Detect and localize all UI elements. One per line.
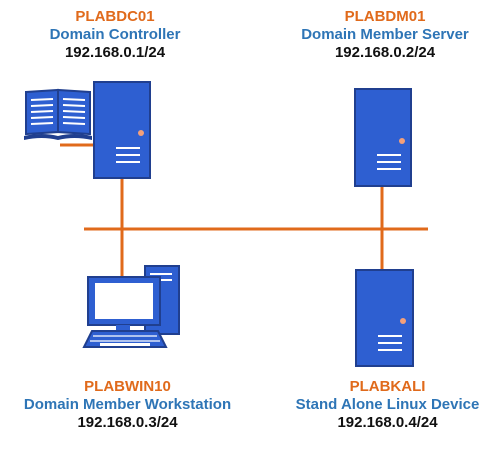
hostname-kali: PLABKALI	[349, 378, 426, 395]
hostname-dm: PLABDM01	[344, 8, 426, 25]
node-label-win: PLABWIN10 Domain Member Workstation 192.…	[0, 378, 255, 432]
node-label-dc: PLABDC01 Domain Controller 192.168.0.1/2…	[20, 8, 210, 62]
ip-dm: 192.168.0.2/24	[334, 44, 436, 61]
ip-win: 192.168.0.3/24	[77, 414, 178, 431]
node-label-dm: PLABDM01 Domain Member Server 192.168.0.…	[280, 8, 490, 62]
role-dm: Domain Member Server	[301, 26, 469, 43]
hostname-dc: PLABDC01	[75, 8, 155, 25]
role-win: Domain Member Workstation	[23, 396, 232, 413]
ip-dc: 192.168.0.1/24	[64, 44, 166, 61]
network-links	[60, 143, 428, 278]
server-icon-dm	[354, 88, 412, 187]
role-kali: Stand Alone Linux Device	[295, 396, 480, 413]
node-label-kali: PLABKALI Stand Alone Linux Device 192.16…	[280, 378, 495, 432]
hostname-win: PLABWIN10	[84, 378, 171, 395]
server-icon-kali	[355, 269, 414, 367]
book-icon	[24, 88, 92, 140]
role-dc: Domain Controller	[49, 26, 181, 43]
ip-kali: 192.168.0.4/24	[337, 414, 438, 431]
server-icon-dc	[93, 81, 151, 179]
workstation-icon	[82, 265, 180, 348]
